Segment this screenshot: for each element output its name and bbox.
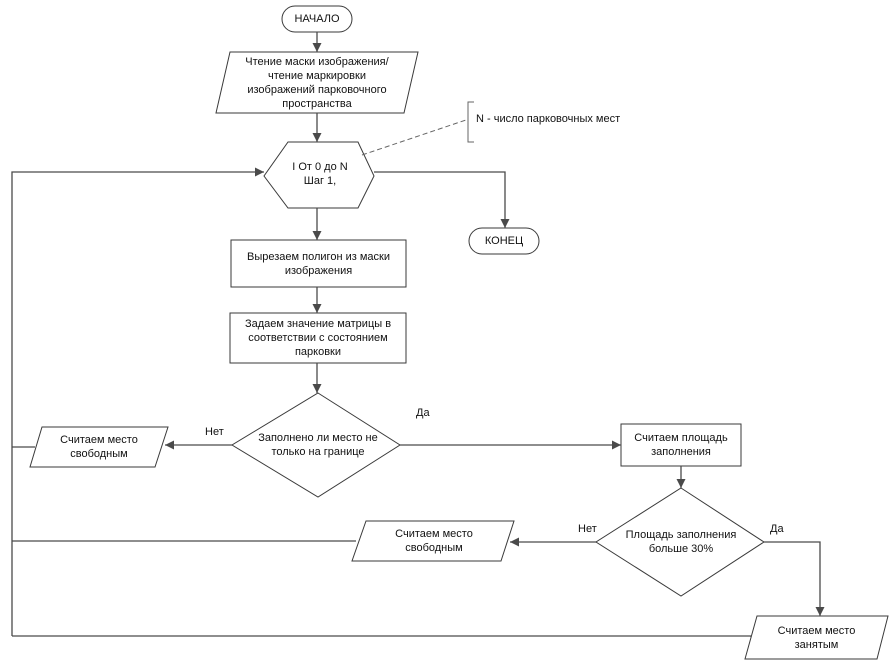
free-2-parallelogram-shape xyxy=(351,520,515,562)
start-node: НАЧАЛО xyxy=(294,13,340,25)
set-matrix-process-shape xyxy=(229,312,407,364)
loop-node: I От 0 до N Шаг 1, xyxy=(292,161,348,187)
edge-label-yes-2: Да xyxy=(770,523,784,535)
decision-area-node: Площадь заполнения больше 30% xyxy=(625,529,737,555)
decision-filled-diamond-shape xyxy=(231,392,401,498)
read-mask-parallelogram-shape xyxy=(215,51,419,114)
edge-label-no-1: Нет xyxy=(205,426,224,438)
calc-area-node: Считаем площадь заполнения xyxy=(634,432,728,458)
cut-polygon-process-shape xyxy=(230,239,407,288)
read-mask-node: Чтение маски изображения/ чтение маркиро… xyxy=(245,55,389,110)
set-matrix-node: Задаем значение матрицы в соответствии с… xyxy=(244,318,392,358)
free-1-parallelogram-shape xyxy=(29,426,169,468)
free-1-node: Считаем место свободным xyxy=(60,434,138,460)
decision-filled-node: Заполнено ли место не только на границе xyxy=(258,432,378,458)
edge-label-yes-1: Да xyxy=(416,407,430,419)
cut-polygon-node: Вырезаем полигон из маски изображения xyxy=(247,250,390,277)
edge-occupied-return xyxy=(12,635,752,637)
occupied-parallelogram-shape xyxy=(744,615,889,660)
annotation-dashed-connector xyxy=(361,119,467,156)
decision-area-diamond-shape xyxy=(595,487,765,597)
occupied-node: Считаем место занятым xyxy=(777,624,856,651)
edge-label-no-2: Нет xyxy=(578,523,597,535)
free-2-node: Считаем место свободным xyxy=(395,528,473,554)
edge-loop-to-end xyxy=(374,171,510,228)
loop-hexagon-shape xyxy=(263,141,375,209)
edge-return-loop xyxy=(11,167,264,636)
end-terminator-shape xyxy=(468,227,540,255)
end-node: КОНЕЦ xyxy=(484,235,524,247)
annotation-text: N - число парковочных мест xyxy=(476,113,621,125)
annotation-bracket xyxy=(467,101,474,143)
edge-decision-area-yes-to-occupied xyxy=(764,541,825,616)
